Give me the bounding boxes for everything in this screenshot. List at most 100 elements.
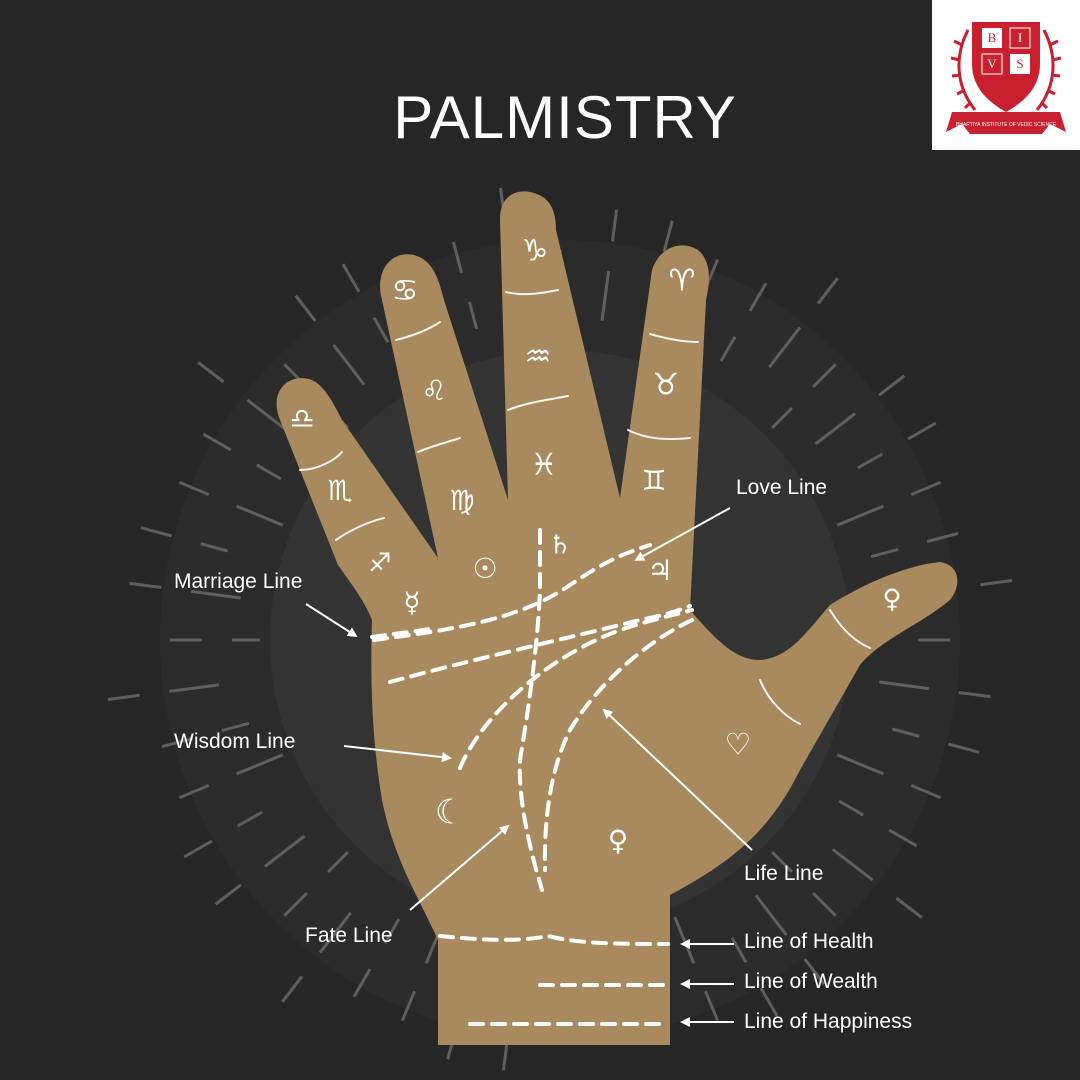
ray-dash [812,892,837,917]
ray-dash [870,547,899,559]
scorpio-icon: ♏ [327,474,352,507]
ray-dash [236,753,284,776]
ray-dash [107,693,140,701]
logo-letter-v: V [987,56,997,71]
ray-dash [730,937,748,963]
cancer-icon: ♋ [392,274,419,309]
label-marriage-line: Marriage Line [174,570,302,593]
ray-dash [611,209,619,242]
gemini-icon: ♊ [641,464,666,497]
ray-dash [754,894,788,937]
ray-dash [467,301,479,330]
pisces-icon: ♓ [531,448,558,483]
marriage-line [370,626,438,639]
ray-dash [352,968,372,998]
ray-dash [237,810,263,828]
page-title: PALMISTRY [393,84,737,151]
fate-line-arrow [409,824,510,911]
ray-dash [888,828,918,848]
label-life-line: Life Line [744,862,823,885]
ray-dash [383,918,401,944]
ray-dash [816,277,839,305]
life-line-arrow [602,708,753,851]
logo-ribbon [946,112,1066,134]
label-line-of-health: Line of Health [744,930,874,953]
label-fate-line: Fate Line [305,924,393,947]
ray-dash [451,241,464,274]
ray-dash [400,990,416,1022]
ray-dash [910,784,942,800]
ray-dash [838,799,864,817]
ray-dash [814,412,857,446]
ray-dash [256,463,282,481]
palm [276,191,958,1045]
ray-dash [704,990,720,1022]
saturn-icon: ♄ [548,531,571,561]
marriage-line-arrow [305,603,358,638]
ray-dash [719,336,737,362]
ray-dash [178,480,210,496]
ray-dash [191,589,241,600]
virgo-icon: ♍ [449,484,474,517]
ray-dash [341,263,361,293]
ray-dash [958,691,991,699]
logo-cell-s [1010,54,1030,74]
ray-dash [214,883,243,906]
label-line-of-happiness: Line of Happiness [744,1010,912,1033]
ray-dash [895,896,923,919]
logo-cell-b [982,28,1002,48]
ray-dash [197,361,225,384]
ray-dash [178,784,210,800]
label-line-of-wealth: Line of Wealth [744,970,878,993]
sagittarius-icon: ♐ [368,549,391,579]
life-line [542,618,694,872]
ray-dash [332,343,366,386]
logo-ribbon-text: BHARTIYA INSTITUTE OF VEDIC SCIENCE [956,122,1057,128]
ray-dash [283,892,308,917]
ray-dash [891,727,920,738]
ray-dash [831,848,874,882]
jupiter-icon: ♃ [647,554,672,587]
fate-line [517,528,544,892]
ray-dash [857,452,883,470]
love-line-arrow [634,507,731,561]
love-line [372,543,652,642]
libra-icon: ♎ [289,402,314,435]
ray-dash [281,975,304,1003]
label-love-line: Love Line [736,476,827,499]
palm-lines [370,528,694,1026]
ray-dash [129,581,162,589]
finger-creases [299,289,871,725]
ray-dash [803,957,826,986]
line-labels: Love Line Marriage Line Wisdom Line Life… [174,476,912,1033]
ray-dash [263,834,306,868]
ray-dash [662,220,674,253]
label-wisdom-line: Wisdom Line [174,730,295,753]
hand [276,191,958,1045]
ray-dash [836,504,884,527]
ray-dash [771,851,793,873]
ray-dash [910,480,942,496]
logo-cell-i [1009,27,1031,49]
logo-letter-s: S [1016,56,1023,71]
ray-dash [759,987,779,1017]
ray-dash [600,271,611,321]
moon-icon: ☾ [435,793,465,833]
ray-dash [140,526,173,538]
capricorn-icon: ♑ [522,234,549,269]
ray-dash [879,680,929,691]
label-arrows [305,507,753,1027]
wisdom-line-arrow [343,745,452,763]
ray-dash [294,294,317,323]
ray-dash [877,374,906,397]
sun-icon: ☉ [472,552,497,585]
ray-dash [771,407,793,429]
ray-dash [169,683,220,693]
ray-dash [200,542,229,553]
palm-symbols: ♎ ♏ ♐ ♋ ♌ ♍ ♑ ♒ ♓ ♈ ♉ ♊ ☿ ☉ ♄ ♃ ♀ ♀ ☾ ♡ [289,234,901,858]
leo-icon: ♌ [421,374,446,407]
heart-sweep-line [458,608,694,770]
ray-dash [980,579,1013,587]
ray-dash [907,421,937,441]
